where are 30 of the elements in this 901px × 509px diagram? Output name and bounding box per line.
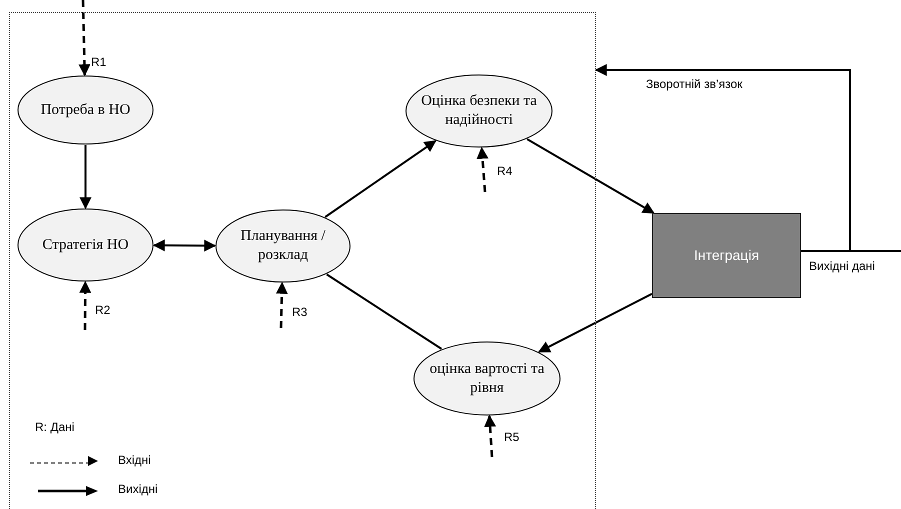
arrow: [80, 145, 92, 210]
arrow: [476, 146, 488, 192]
boundary-frame: [9, 12, 596, 509]
process-box: [652, 213, 801, 298]
arrow: [594, 64, 851, 252]
node-label: Оцінка безпеки та надійності: [421, 92, 537, 130]
node-label: Інтеграція: [694, 246, 760, 265]
arrow: [276, 282, 288, 328]
process-ellipse: [413, 341, 561, 416]
process-ellipse: [405, 74, 553, 148]
arrow: [538, 292, 652, 353]
arrow: [484, 414, 496, 458]
connector-line: [326, 274, 442, 350]
arrow: [152, 239, 216, 252]
node-label: Планування /розклад: [240, 227, 326, 265]
legend-title: R: Дані: [35, 420, 74, 435]
process-ellipse: [17, 208, 154, 282]
arrow: [79, 280, 92, 330]
arrow: [526, 138, 655, 214]
node-label: Потреба в НО: [40, 100, 130, 120]
edge-label: Вихідні дані: [808, 259, 876, 274]
process-ellipse: [215, 209, 351, 283]
node-label: оцінка вартості та рівня: [429, 360, 545, 398]
arrow: [324, 140, 436, 218]
arrow: [78, 0, 90, 76]
node-label: Стратегія НО: [42, 236, 129, 254]
edge-label: Зворотній зв’язок: [645, 77, 744, 92]
legend-label: Вхідні: [118, 453, 151, 468]
process-ellipse: [17, 75, 154, 145]
legend-label: Вихідні: [118, 482, 158, 497]
